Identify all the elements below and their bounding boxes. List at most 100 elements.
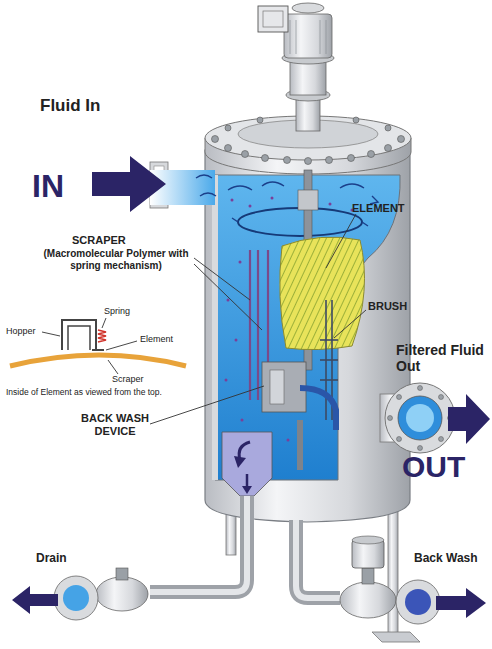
leader-lines-part: [334, 310, 366, 338]
back-wash-device-part: [270, 370, 284, 404]
brush-part: [320, 379, 338, 381]
back-wash-pipe-part: [296, 520, 340, 598]
particles-part: [227, 299, 230, 302]
vessel-lid-part-part: [284, 157, 291, 164]
vessel-lid-part-part: [225, 125, 231, 131]
outlet-nozzle-part: [398, 396, 442, 440]
shaft-coupling: [298, 190, 318, 210]
vessel-lid-part-part: [305, 158, 312, 165]
vessel-lid-part-part: [225, 145, 232, 152]
leader-lines-part: [106, 341, 137, 350]
brush-part: [320, 339, 338, 341]
vessel: [205, 150, 410, 522]
back-wash-device-part: [297, 420, 303, 470]
vessel-lid-part-part: [385, 145, 392, 152]
inset-label: Scraper: [112, 374, 144, 384]
vessel-part: [212, 175, 218, 480]
back-wash-pipe-part: [352, 536, 384, 544]
back-wash-pipe-part: [340, 582, 396, 618]
internal-flow-part: [238, 208, 362, 236]
hopper-part: [246, 474, 249, 488]
vessel-lid-part-part: [262, 155, 269, 162]
part-note: (Macromolecular Polymer with spring mech…: [36, 248, 196, 271]
part-label: SCRAPER: [72, 234, 126, 247]
vessel-lid-part-part: [242, 151, 249, 158]
drive-motor-part: [284, 14, 332, 58]
vessel-lid-part-part: [368, 151, 375, 158]
outlet-arrow: [448, 394, 490, 444]
particles-part: [249, 205, 252, 208]
outlet-nozzle-part-part: [397, 437, 402, 442]
scraper-inset: [10, 320, 186, 366]
outlet-nozzle-part: [388, 386, 453, 451]
particles-part: [241, 419, 244, 422]
scraper-inset-part: [68, 326, 90, 350]
internal-flow-part: [340, 184, 364, 188]
drive-motor: [258, 3, 334, 131]
back-wash-pipe: [296, 520, 440, 624]
particles-part: [329, 203, 332, 206]
back-wash-pipe-part: [396, 580, 440, 624]
drive-motor-part-part: [326, 20, 327, 54]
drain-pipe-part: [54, 576, 98, 620]
outlet-nozzle-part-part: [397, 395, 402, 400]
leader-lines-part: [194, 258, 250, 300]
back-wash-arrow: [436, 588, 486, 618]
vessel-lid-part-part: [326, 157, 333, 164]
vessel-lid-part-part: [353, 117, 359, 123]
inset-label: Spring: [104, 306, 130, 316]
back-wash-device-part: [300, 388, 336, 430]
inset-label: Element: [140, 334, 173, 344]
internal-flow-part: [228, 186, 252, 190]
vessel-lid-part-part: [212, 136, 219, 143]
scraper-rods-part: [249, 250, 251, 400]
flow-direction-label: OUT: [402, 450, 465, 485]
flow-label: Back Wash: [414, 552, 478, 566]
flow-label: Drain: [36, 552, 67, 566]
internal-flow-part: [232, 218, 368, 226]
drain-pipe: [54, 496, 247, 620]
drain-pipe-part: [116, 568, 128, 580]
particles-part: [271, 197, 274, 200]
vessel-lid-part-part: [398, 136, 405, 143]
outlet-nozzle-part-part: [418, 446, 423, 451]
drive-motor-part: [258, 6, 288, 32]
back-wash-pipe-part: [296, 520, 340, 598]
scraper-inset-part: [98, 330, 106, 342]
leader-lines-part: [42, 332, 60, 336]
outlet-nozzle-part: [385, 383, 455, 453]
internal-flow-part: [262, 182, 284, 186]
scraper-inset-part: [62, 320, 96, 350]
hopper: [222, 432, 272, 496]
particles-part: [287, 439, 290, 442]
flow-label: Fluid In: [40, 96, 100, 116]
drive-motor-part-part: [290, 20, 291, 54]
back-wash-device: [262, 362, 336, 470]
hopper-part: [242, 486, 252, 494]
flow-direction-label: IN: [32, 168, 64, 205]
vessel-part: [205, 150, 410, 522]
particles-part: [239, 261, 242, 264]
particles-part: [235, 339, 238, 342]
outlet-nozzle-part-part: [388, 416, 393, 421]
drive-motor-part-part: [296, 20, 297, 54]
drain-pipe-part: [96, 577, 148, 611]
support-legs-part: [388, 495, 398, 635]
part-label: BACK WASH DEVICE: [76, 412, 154, 437]
hopper-part: [222, 432, 272, 496]
drain-pipe-part: [150, 496, 247, 592]
scraper-inset-part: [92, 349, 104, 351]
support-legs-part: [372, 632, 420, 642]
inset-caption: Inside of Element as viewed from the top…: [6, 388, 196, 398]
leader-lines-part: [194, 264, 262, 330]
vessel-lid-part-part: [385, 125, 391, 131]
outlet-nozzle-part-part: [439, 395, 444, 400]
vessel-lid-part-part: [257, 117, 263, 123]
part-label: BRUSH: [368, 300, 407, 313]
inlet-pipe-part: [196, 175, 216, 196]
particles-part: [225, 379, 228, 382]
leader-lines-part: [150, 386, 264, 424]
inlet-arrow: [92, 156, 166, 212]
outlet-nozzle-part-part: [418, 386, 423, 391]
drive-motor-part: [290, 20, 326, 54]
